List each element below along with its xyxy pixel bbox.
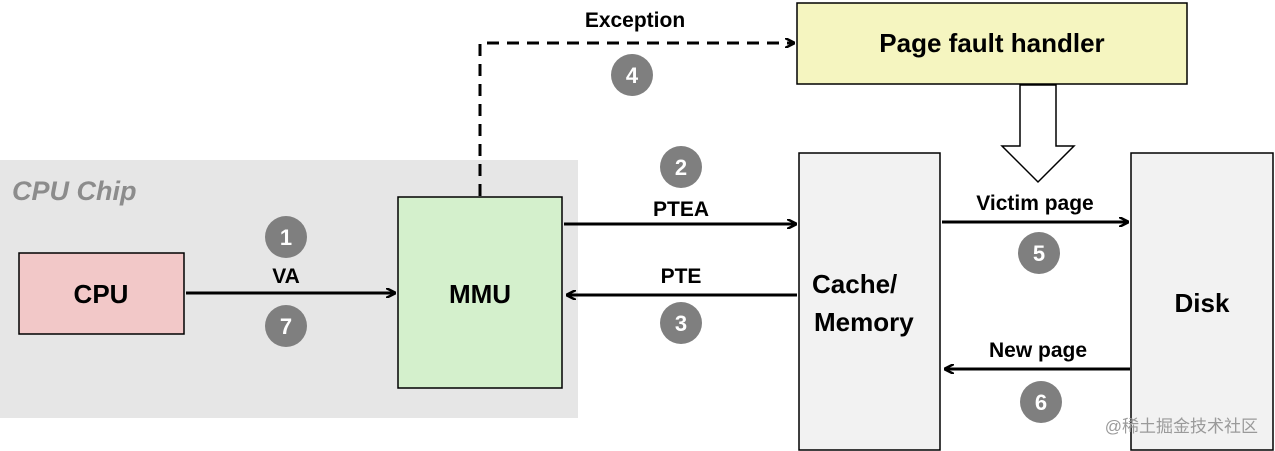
- handler-to-memory-hollow-arrow: [1000, 84, 1076, 184]
- cache-memory-box: [798, 152, 941, 451]
- pte-label: PTE: [661, 265, 702, 288]
- step-4-badge: 4: [611, 54, 653, 96]
- step-6-badge: 6: [1020, 381, 1062, 423]
- mmu-label: MMU: [449, 279, 511, 309]
- step-7-badge: 7: [265, 305, 307, 347]
- page-fault-handler-box: [796, 2, 1188, 85]
- step-4-number: 4: [626, 63, 639, 88]
- step-3-number: 3: [675, 311, 687, 336]
- cpu-box: [18, 252, 185, 335]
- disk-label: Disk: [1175, 288, 1230, 318]
- ptea-label: PTEA: [653, 198, 709, 221]
- step-5-number: 5: [1033, 241, 1045, 266]
- step-1-badge: 1: [265, 216, 307, 258]
- watermark: @稀土掘金技术社区: [1105, 417, 1258, 436]
- step-2-badge: 2: [660, 146, 702, 188]
- step-6-number: 6: [1035, 390, 1047, 415]
- cpu-chip-label: CPU Chip: [12, 176, 137, 206]
- mmu-box: [397, 196, 563, 389]
- disk-box: [1130, 152, 1274, 451]
- exception-label: Exception: [585, 9, 685, 32]
- step-2-number: 2: [675, 155, 687, 180]
- new-page-label: New page: [989, 339, 1087, 362]
- step-3-badge: 3: [660, 302, 702, 344]
- cpu-label: CPU: [74, 279, 129, 309]
- step-1-number: 1: [280, 225, 292, 250]
- page-fault-handler-label: Page fault handler: [879, 28, 1104, 58]
- cache-memory-label-line2: Memory: [814, 307, 914, 337]
- va-label: VA: [272, 265, 300, 288]
- exception-arrow: [478, 43, 794, 196]
- victim-page-label: Victim page: [976, 192, 1094, 215]
- step-5-badge: 5: [1018, 232, 1060, 274]
- cache-memory-label-line1: Cache/: [812, 269, 897, 299]
- step-7-number: 7: [280, 314, 292, 339]
